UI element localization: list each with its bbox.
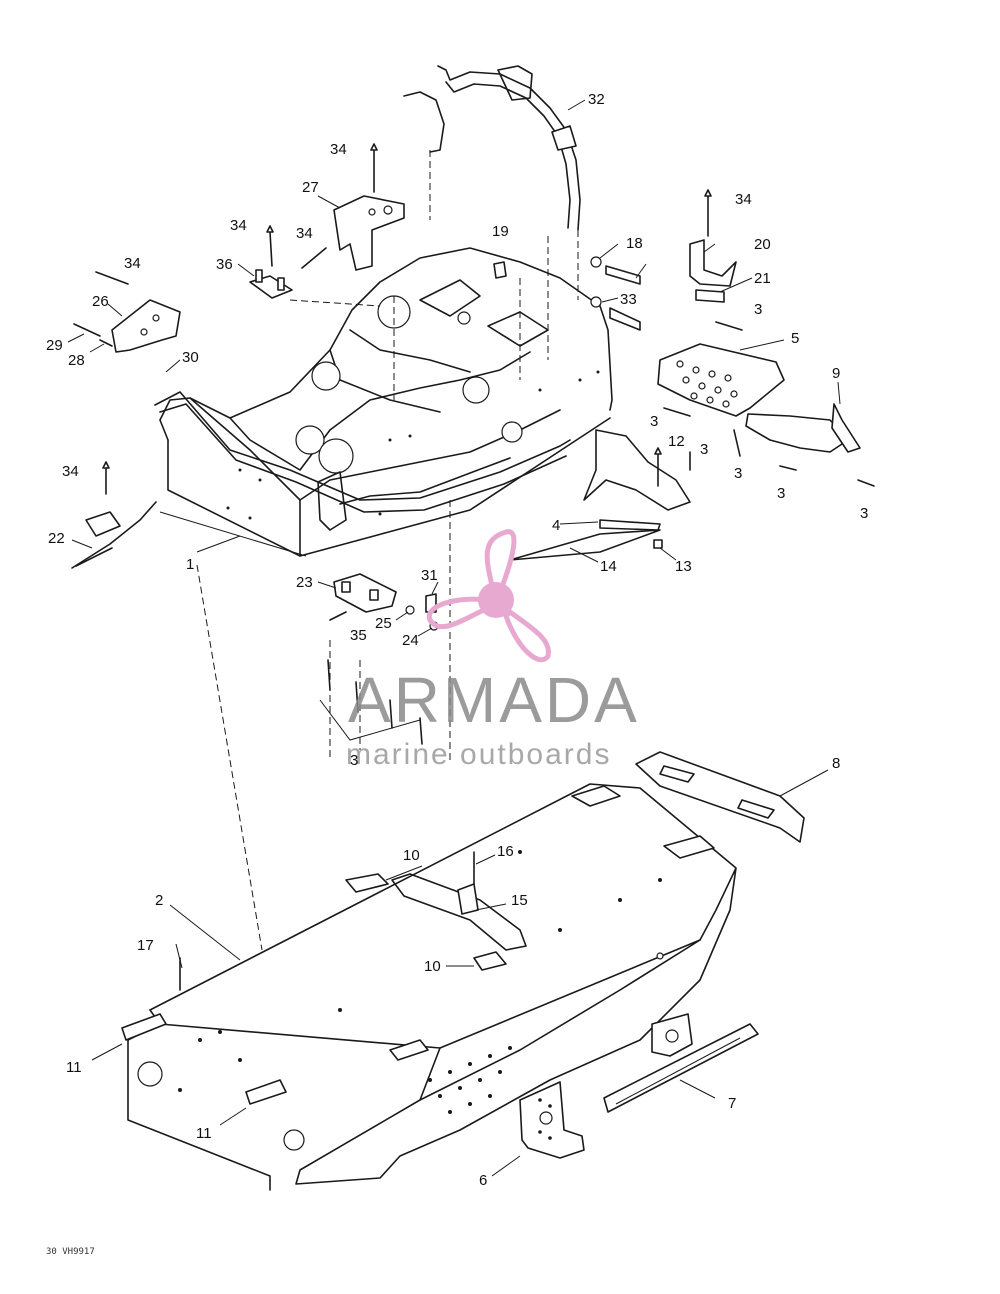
- callout-32: 32: [588, 91, 605, 108]
- bracket-22-part: [71, 501, 157, 569]
- callout-11: 11: [66, 1059, 82, 1076]
- callout-33: 33: [620, 291, 637, 308]
- watermark-logo: ARMADA marine outboards: [346, 529, 640, 771]
- rails-4-14: [509, 519, 661, 561]
- callout-7: 7: [728, 1095, 736, 1112]
- callout-34: 34: [124, 255, 141, 272]
- callout-10: 10: [403, 847, 420, 864]
- callout-23: 23: [296, 574, 313, 591]
- bracket-6-part: [519, 1081, 585, 1159]
- callout-31: 31: [421, 567, 438, 584]
- callout-28: 28: [68, 352, 85, 369]
- tunnel-part: [127, 783, 737, 1191]
- bracket-20-part: [689, 239, 737, 303]
- running-board-pad-10: [345, 873, 507, 971]
- callout-19: 19: [492, 223, 509, 240]
- callout-3: 3: [700, 441, 708, 458]
- bracket-7-part: [603, 1013, 759, 1113]
- callout-3: 3: [734, 465, 742, 482]
- bracket-23-part: [333, 573, 439, 631]
- callout-9: 9: [832, 365, 840, 382]
- callout-6: 6: [479, 1172, 487, 1189]
- watermark-brand: ARMADA: [348, 664, 640, 736]
- propeller-logo-icon: [426, 529, 551, 663]
- center-brace-part: [317, 471, 421, 760]
- callout-1: 1: [186, 556, 194, 573]
- bracket-26-part: [99, 299, 181, 353]
- callout-16: 16: [497, 843, 514, 860]
- callout-34: 34: [62, 463, 79, 480]
- callout-3: 3: [650, 413, 658, 430]
- callout-20: 20: [754, 236, 771, 253]
- callout-14: 14: [600, 558, 617, 575]
- callout-labels: 1 2 3 3 3 3 3 3 3 4 5 6 7 8 9 10 10 11 1…: [46, 91, 868, 1189]
- callout-18: 18: [626, 235, 643, 252]
- callout-27: 27: [302, 179, 319, 196]
- callout-34: 35: [350, 627, 367, 644]
- callout-12: 12: [668, 433, 685, 450]
- callout-3: 3: [777, 485, 785, 502]
- callout-21: 21: [754, 270, 771, 287]
- callout-34: 34: [735, 191, 752, 208]
- callout-10: 10: [424, 958, 441, 975]
- callout-5: 5: [791, 330, 799, 347]
- fastener-18-33-36: [493, 256, 641, 331]
- leader-lines: [67, 99, 841, 1177]
- callout-24: 24: [402, 632, 419, 649]
- callout-35: 36: [216, 256, 233, 273]
- figure-code: 30 VH9917: [46, 1247, 95, 1257]
- callout-34: 34: [330, 141, 347, 158]
- callout-3: 3: [754, 301, 762, 318]
- callout-2: 2: [155, 892, 163, 909]
- upper-frame-part: [154, 247, 613, 760]
- tunnel-perforation: [178, 878, 662, 1114]
- bracket-35-part: [249, 269, 293, 299]
- callout-22: 22: [48, 530, 65, 547]
- callout-4: 4: [552, 517, 560, 534]
- callout-29: 29: [46, 337, 63, 354]
- callout-26: 26: [92, 293, 109, 310]
- callout-11: 11: [196, 1125, 212, 1142]
- side-deflector-part: [745, 403, 861, 453]
- watermark-tagline: marine outboards: [346, 738, 611, 771]
- cross-brace-part: [391, 873, 527, 951]
- callout-3: 3: [350, 752, 358, 769]
- callout-3: 3: [860, 505, 868, 522]
- mount-bracket-part: [583, 429, 691, 511]
- callout-34: 34: [230, 217, 247, 234]
- callout-25: 25: [375, 615, 392, 632]
- callout-13: 13: [675, 558, 692, 575]
- callout-17: 17: [137, 937, 154, 954]
- corner-pad-11: [121, 1013, 287, 1105]
- callout-8: 8: [832, 755, 840, 772]
- plate-8-part: [635, 751, 805, 843]
- handlebar-part: [403, 65, 581, 360]
- callout-30: 30: [182, 349, 199, 366]
- fastener-pins: [73, 143, 875, 991]
- bracket-27-part: [333, 195, 405, 271]
- callout-15: 15: [511, 892, 528, 909]
- callout-34: 34: [296, 225, 313, 242]
- heat-exchanger-part: [657, 343, 785, 417]
